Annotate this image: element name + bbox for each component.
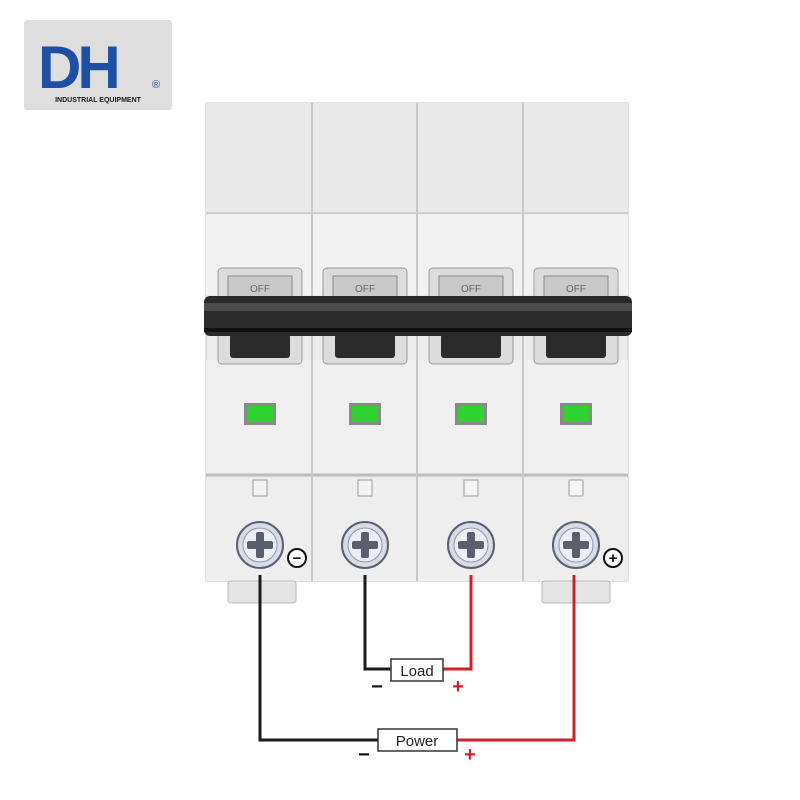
switch-label-4: OFF bbox=[566, 284, 586, 295]
wiring bbox=[258, 575, 576, 742]
pole-2 bbox=[341, 403, 389, 569]
registered-mark: ® bbox=[152, 79, 160, 91]
terminal-polarity-4: + bbox=[603, 548, 623, 568]
breaker-body bbox=[205, 102, 629, 604]
power-negative-sign: − bbox=[358, 744, 370, 766]
load-positive-wire bbox=[443, 575, 473, 671]
status-indicator-4 bbox=[563, 406, 589, 422]
switch-label-1: OFF bbox=[250, 284, 270, 295]
logo-background bbox=[24, 20, 172, 110]
power-label: Power bbox=[396, 733, 439, 750]
power-positive-wire bbox=[457, 575, 576, 742]
terminal-screw-1[interactable] bbox=[236, 521, 284, 569]
load-negative-wire bbox=[363, 575, 391, 671]
load-negative-sign: − bbox=[371, 676, 383, 698]
logo-tagline: INDUSTRIAL EQUIPMENT bbox=[55, 97, 142, 104]
switch-label-2: OFF bbox=[355, 284, 375, 295]
polarity-sign-4: + bbox=[609, 550, 618, 567]
terminal-screw-4[interactable] bbox=[552, 521, 600, 569]
handle-bar[interactable] bbox=[204, 296, 632, 336]
power-negative-wire bbox=[258, 575, 378, 742]
breaker-poles: −+ bbox=[236, 403, 623, 569]
power-box: Power − + bbox=[358, 728, 476, 766]
status-indicator-1 bbox=[247, 406, 273, 422]
terminal-screw-3[interactable] bbox=[447, 521, 495, 569]
dh-logo: DH ® INDUSTRIAL EQUIPMENT bbox=[24, 20, 172, 110]
pole-4: + bbox=[552, 403, 623, 569]
load-positive-sign: + bbox=[452, 676, 464, 698]
load-label: Load bbox=[400, 663, 433, 680]
pole-3 bbox=[447, 403, 495, 569]
power-positive-sign: + bbox=[464, 744, 476, 766]
status-indicator-3 bbox=[458, 406, 484, 422]
load-box: Load − + bbox=[371, 658, 464, 698]
switch-label-3: OFF bbox=[461, 284, 481, 295]
polarity-sign-1: − bbox=[293, 550, 302, 567]
terminal-screw-2[interactable] bbox=[341, 521, 389, 569]
pole-1: − bbox=[236, 403, 307, 569]
terminal-polarity-1: − bbox=[287, 548, 307, 568]
logo-letters: DH bbox=[38, 34, 117, 101]
status-indicator-2 bbox=[352, 406, 378, 422]
